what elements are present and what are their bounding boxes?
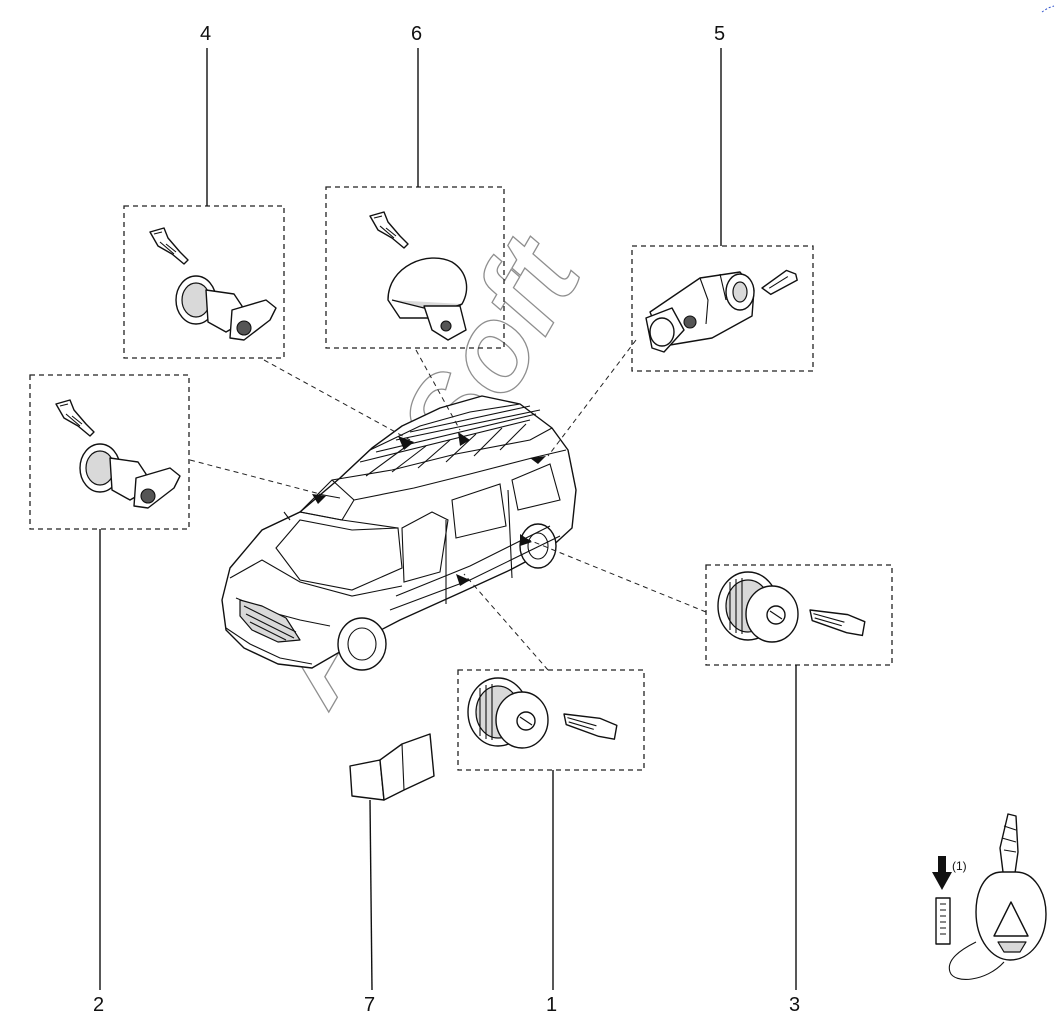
key-blade-icon [809,609,866,637]
lock-cylinder-icon [467,677,549,749]
callout-6: 6 [411,23,422,45]
callout-numbers: 4 6 5 2 7 1 3 [93,23,800,1016]
callout-1: 1 [546,994,557,1016]
part-box-5 [631,245,814,372]
lock-cylinder-icon [717,571,799,643]
ignition-lock-icon [645,271,755,353]
tailgate-lock-icon [387,257,468,341]
lock-cylinder-icon [175,275,277,341]
part-box-1 [457,669,645,771]
arrow-down-icon [932,856,952,890]
arrow-down-icon [312,432,546,586]
callout-7: 7 [364,994,375,1016]
lock-cylinder-icon [79,443,181,509]
callout-2: 2 [93,994,104,1016]
blank-insert-icon [349,733,435,801]
key-blade-icon [563,713,618,740]
part-box-2 [29,374,190,530]
callout-3: 3 [789,994,800,1016]
remote-key-icon [935,813,1047,980]
key-blade-icon [369,211,409,249]
key-blade-icon [761,269,798,296]
corner-mark [1041,5,1055,13]
key-note: (1) [952,859,967,873]
callout-4: 4 [200,23,211,45]
callout-5: 5 [714,23,725,45]
key-blade-icon [55,399,95,437]
part-box-3 [705,564,893,666]
part-box-6 [325,186,505,349]
pointer-lines [189,339,707,671]
leader-lines [99,48,797,991]
lock-cylinder-icon [149,227,189,265]
part-box-4 [123,205,285,359]
